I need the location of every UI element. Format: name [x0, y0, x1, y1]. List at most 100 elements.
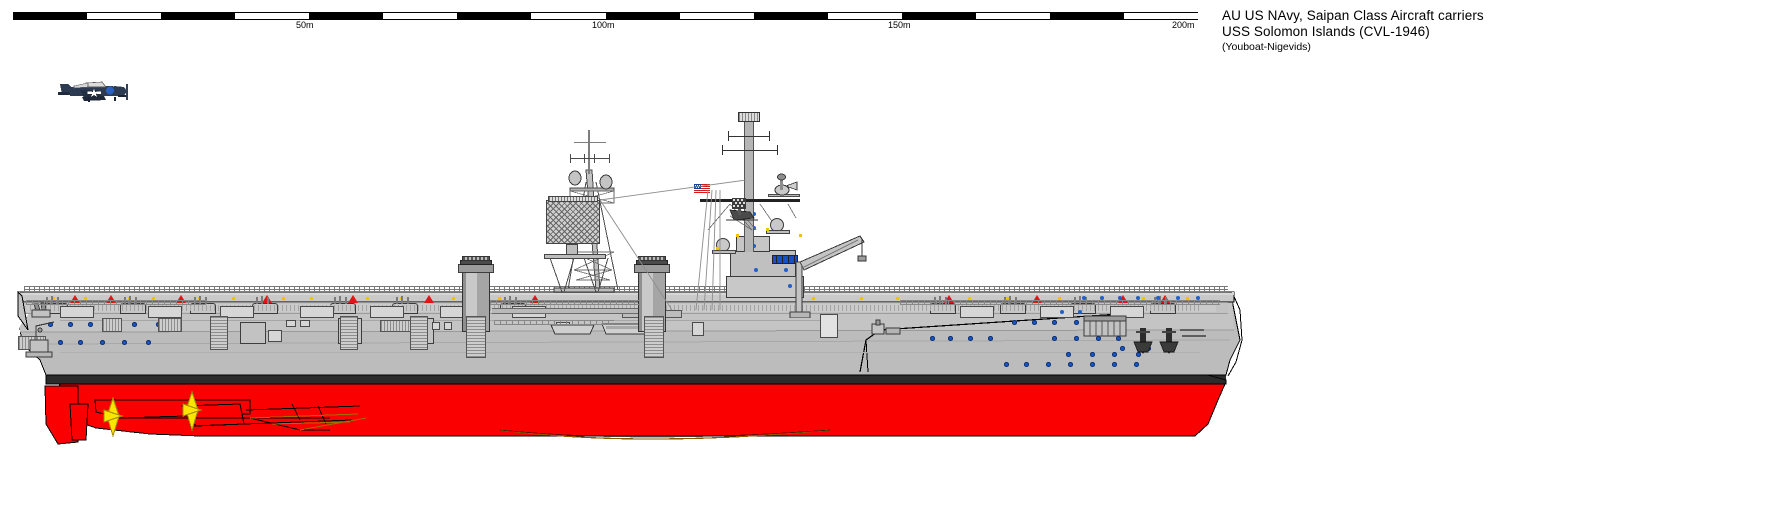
porthole [1066, 352, 1071, 357]
gallery-stanchion [290, 305, 291, 311]
scale-segment [753, 12, 828, 20]
gallery-stanchion [206, 305, 207, 311]
window-mullion [776, 255, 777, 264]
gallery-stanchion [830, 305, 831, 311]
main-mast [744, 118, 754, 252]
gallery-stanchion [1182, 305, 1183, 311]
gallery-stanchion [58, 305, 59, 311]
gallery-stanchion [886, 305, 887, 311]
gallery-stanchion [1074, 305, 1075, 311]
director-marker-red [70, 295, 80, 303]
porthole [68, 322, 73, 327]
gallery-stanchion [1102, 305, 1103, 311]
island-porthole [752, 212, 756, 216]
gallery-stanchion [834, 305, 835, 311]
title-line-2: USS Solomon Islands (CVL-1946) [1222, 24, 1430, 39]
gallery-stanchion [890, 305, 891, 311]
deck-light-yellow [1186, 297, 1189, 300]
gallery-stanchion [1018, 305, 1019, 311]
gallery-stanchion [254, 305, 255, 311]
gallery-sponson [60, 306, 94, 318]
gallery-stanchion [922, 305, 923, 311]
gallery-stanchion [126, 305, 127, 311]
gallery-stanchion [1034, 305, 1035, 311]
gallery-stanchion [426, 305, 427, 311]
gallery-stanchion [406, 305, 407, 311]
carrier-aircraft-icon [58, 70, 134, 108]
scale-segment [235, 12, 310, 20]
gallery-stanchion [822, 305, 823, 311]
mast-top-antenna [738, 112, 760, 122]
scale-segment [679, 12, 754, 20]
gallery-stanchion [1150, 305, 1151, 311]
gallery-stanchion [1166, 305, 1167, 311]
side-locker [820, 314, 838, 338]
gallery-stanchion [202, 305, 203, 311]
gallery-stanchion [938, 305, 939, 311]
deck-light-yellow [968, 297, 971, 300]
scale-segment [457, 12, 532, 20]
deck-light-yellow [152, 297, 155, 300]
gallery-stanchion [338, 305, 339, 311]
gallery-stanchion [778, 305, 779, 311]
gallery-stanchion [1010, 305, 1011, 311]
gallery-stanchion [102, 305, 103, 311]
gallery-stanchion [686, 305, 687, 311]
deck-fitting [1082, 296, 1086, 300]
deck-light-yellow [860, 297, 863, 300]
gallery-stanchion [1078, 305, 1079, 311]
propeller-aft [103, 396, 124, 438]
gallery-stanchion [718, 305, 719, 311]
gallery-stanchion [110, 305, 111, 311]
gallery-stanchion [746, 305, 747, 311]
gallery-stanchion [702, 305, 703, 311]
propeller-forward [182, 390, 203, 432]
gallery-stanchion [674, 305, 675, 311]
gallery-stanchion [694, 305, 695, 311]
yardarm-end [728, 131, 729, 141]
gallery-stanchion [410, 305, 411, 311]
title-line-1: AU US NAvy, Saipan Class Aircraft carrie… [1222, 8, 1484, 23]
gallery-sponson [1110, 306, 1144, 318]
yardarm-end [722, 145, 723, 155]
yardarm [728, 136, 770, 137]
gallery-stanchion [186, 305, 187, 311]
title-block: AU US NAvy, Saipan Class Aircraft carrie… [1222, 8, 1622, 55]
porthole [988, 336, 993, 341]
gallery-stanchion [994, 305, 995, 311]
gallery-stanchion [182, 305, 183, 311]
deck-light-yellow [498, 297, 501, 300]
director-base [712, 250, 736, 254]
gallery-stanchion [862, 305, 863, 311]
gallery-stanchion [734, 305, 735, 311]
scale-segment [309, 12, 384, 20]
scale-segment [901, 12, 976, 20]
gallery-stanchion [786, 305, 787, 311]
gallery-stanchion [730, 305, 731, 311]
surface-search-radar [726, 198, 758, 221]
director-marker-red [348, 295, 358, 303]
gallery-stanchion [122, 305, 123, 311]
gallery-stanchion [882, 305, 883, 311]
deck-fitting [1100, 296, 1104, 300]
gallery-stanchion [870, 305, 871, 311]
scale-segment [605, 12, 680, 20]
gallery-stanchion [258, 305, 259, 311]
anchor-port [1133, 328, 1153, 354]
gallery-stanchion [358, 305, 359, 311]
gallery-stanchion [754, 305, 755, 311]
ships-boat [550, 324, 595, 335]
bow-gun-tub [1083, 315, 1127, 337]
signal-bridge-platform [700, 199, 800, 202]
gallery-sponson [220, 306, 254, 318]
porthole [1096, 336, 1101, 341]
gallery-stanchion [934, 305, 935, 311]
signal-light [766, 228, 769, 231]
stack-vent [210, 316, 228, 350]
gallery-stanchion [910, 305, 911, 311]
gallery-stanchion [998, 305, 999, 311]
gallery-stanchion [118, 305, 119, 311]
gallery-stanchion [810, 305, 811, 311]
gallery-stanchion [298, 305, 299, 311]
